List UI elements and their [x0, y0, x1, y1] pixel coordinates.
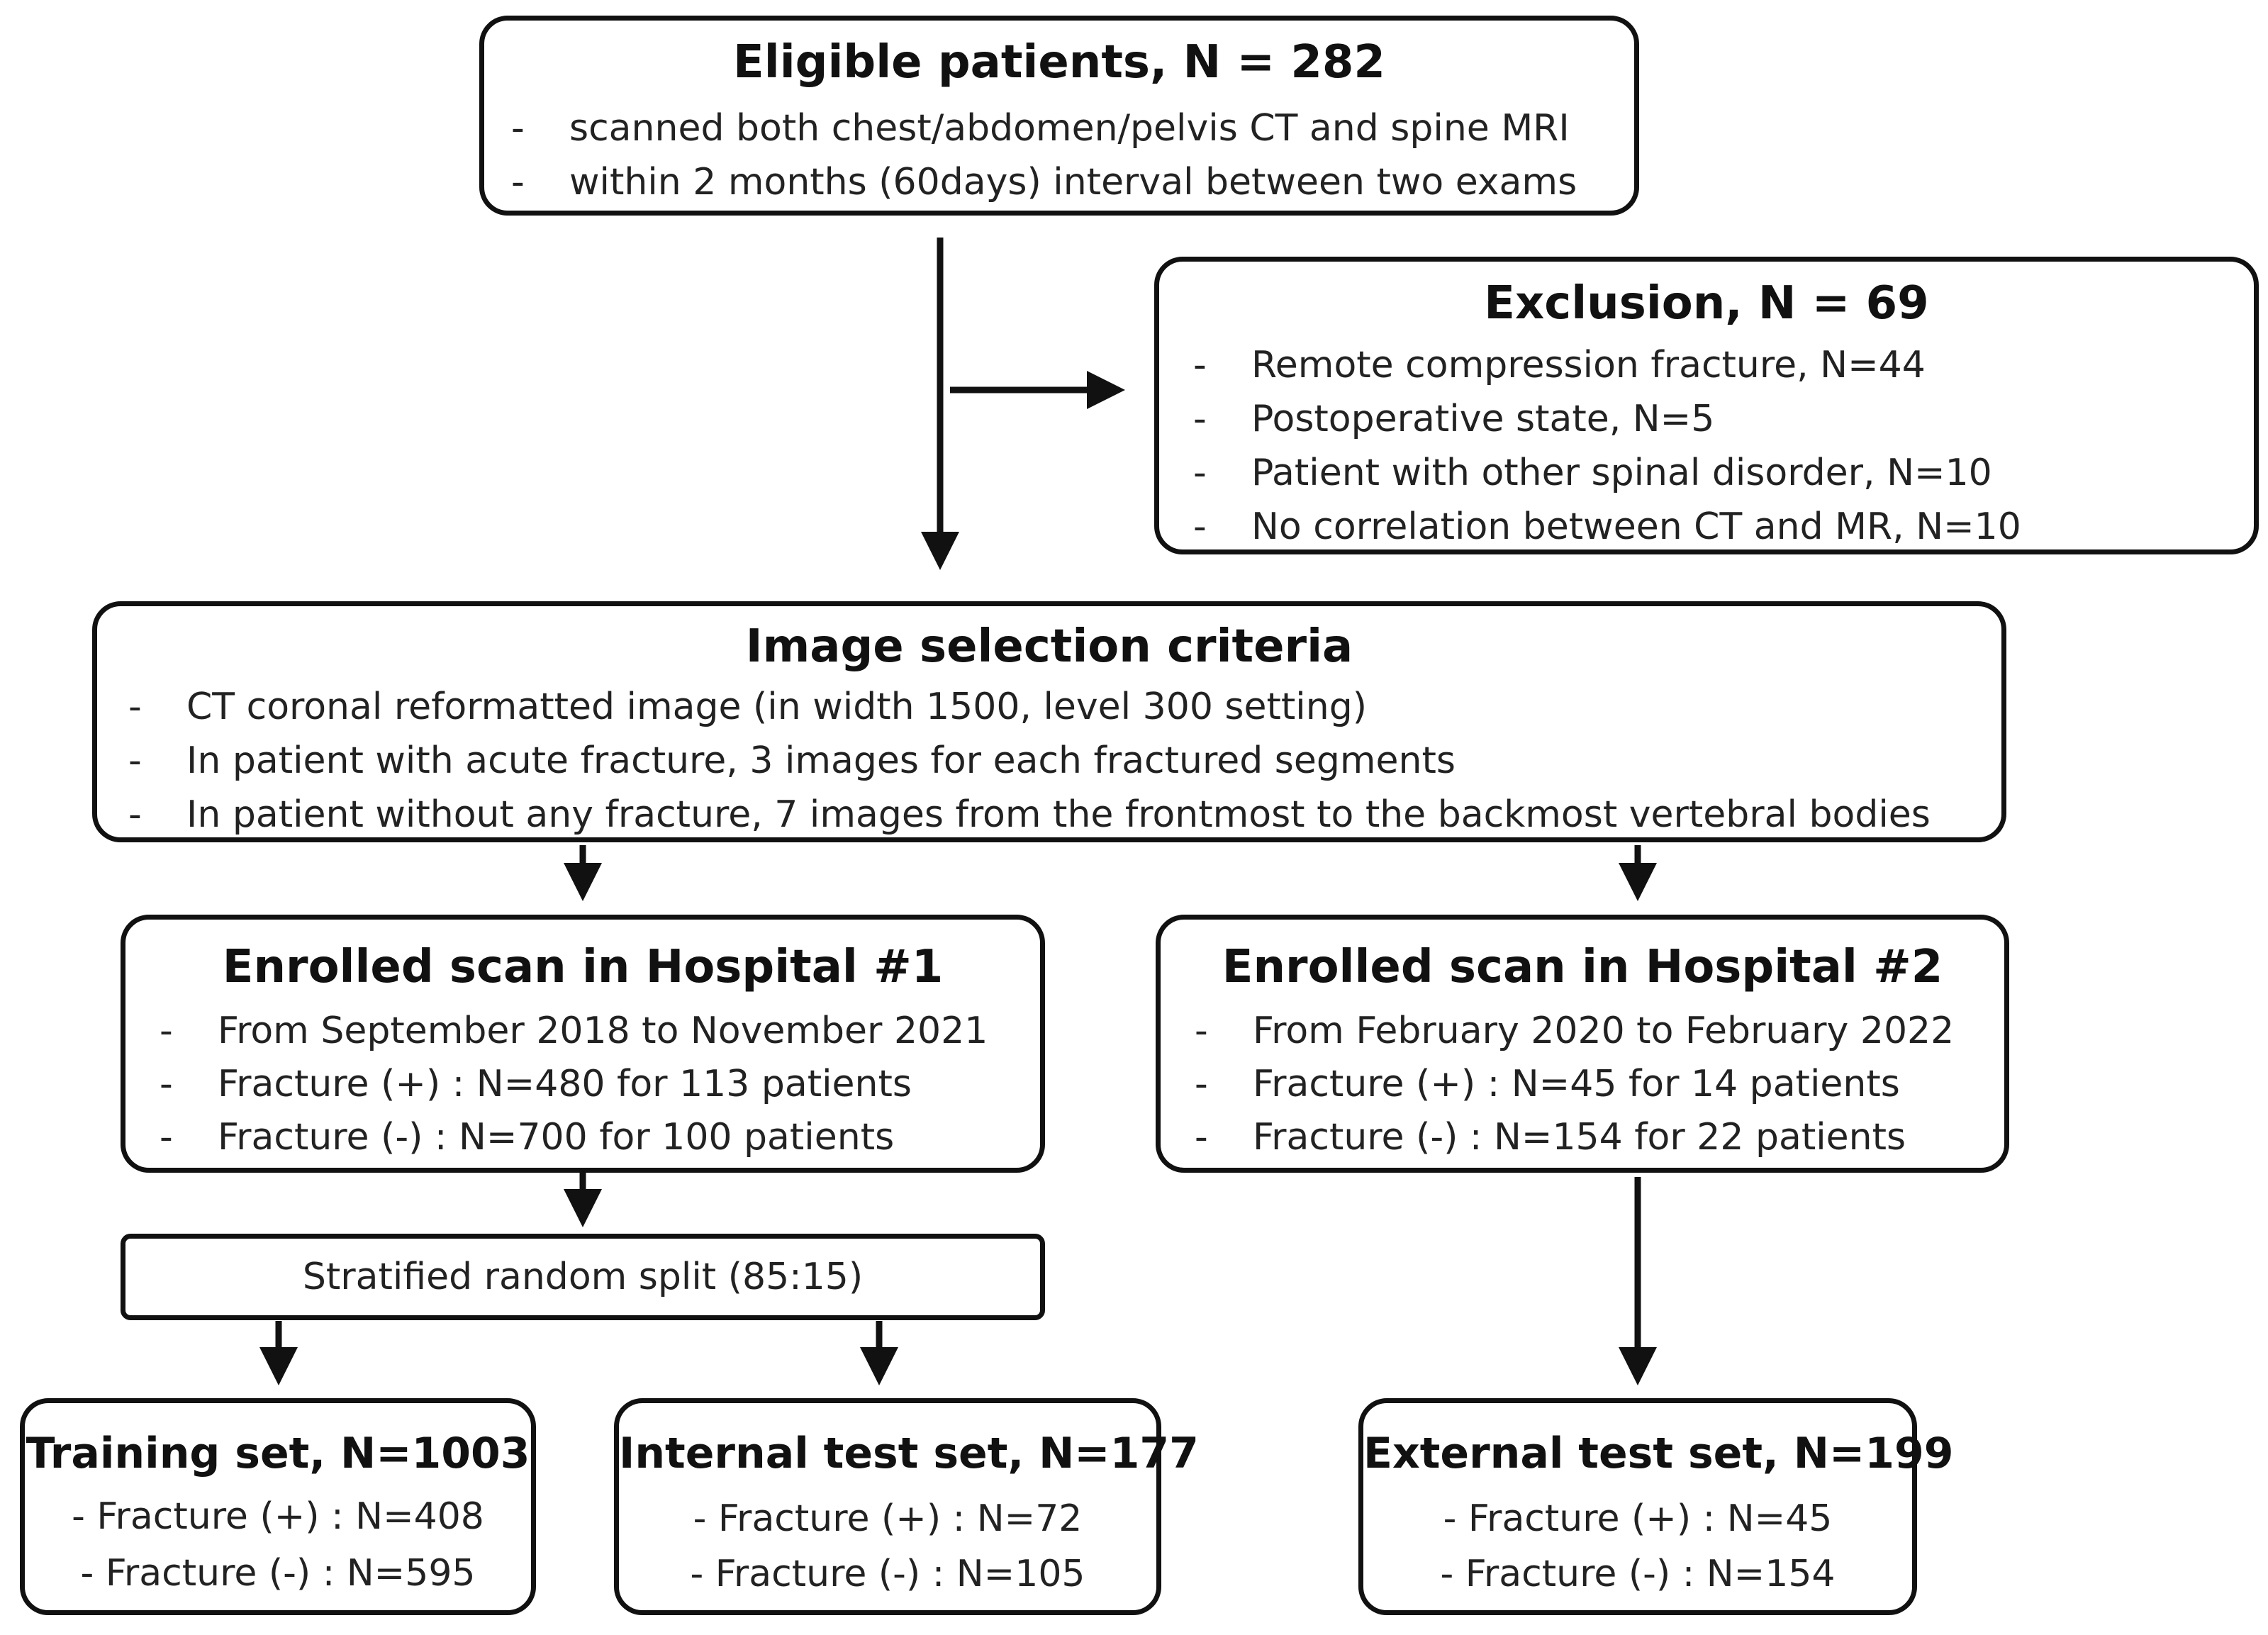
list-item: Fracture (+) : N=480 for 113 patients — [160, 1058, 988, 1111]
training-title: Training set, N=1003 — [26, 1429, 530, 1478]
internal-list: - Fracture (+) : N=72 - Fracture (-) : N… — [619, 1491, 1156, 1602]
split-box: Stratified random split (85:15) — [121, 1234, 1045, 1320]
eligible-patients-box: Eligible patients, N = 282 scanned both … — [479, 16, 1639, 216]
training-list: - Fracture (+) : N=408 - Fracture (-) : … — [25, 1488, 531, 1602]
list-item: In patient with acute fracture, 3 images… — [128, 734, 1931, 788]
criteria-title: Image selection criteria — [745, 620, 1353, 673]
external-test-set-box: External test set, N=199 - Fracture (+) … — [1358, 1398, 1954, 1615]
hospital2-title: Enrolled scan in Hospital #2 — [1222, 941, 1943, 993]
list-item: - Fracture (+) : N=408 — [72, 1495, 484, 1538]
exclusion-title: Exclusion, N = 69 — [1484, 277, 1929, 330]
list-item: - Fracture (-) : N=154 — [1440, 1553, 1836, 1595]
hospital1-list: From September 2018 to November 2021 Fra… — [160, 1005, 988, 1164]
hospital1-title: Enrolled scan in Hospital #1 — [222, 941, 944, 993]
list-item: Patient with other spinal disorder, N=10 — [1193, 446, 2021, 500]
list-item: scanned both chest/abdomen/pelvis CT and… — [511, 101, 1577, 155]
list-item: CT coronal reformatted image (in width 1… — [128, 680, 1931, 734]
external-title: External test set, N=199 — [1363, 1429, 1954, 1478]
list-item: Fracture (-) : N=154 for 22 patients — [1195, 1111, 1954, 1164]
internal-title: Internal test set, N=177 — [619, 1429, 1199, 1478]
list-item: - Fracture (+) : N=45 — [1443, 1497, 1833, 1540]
training-set-box: Training set, N=1003 - Fracture (+) : N=… — [20, 1398, 536, 1615]
hospital2-box: Enrolled scan in Hospital #2 From Februa… — [1156, 915, 2009, 1173]
list-item: Postoperative state, N=5 — [1193, 392, 2021, 446]
list-item: Fracture (-) : N=700 for 100 patients — [160, 1111, 988, 1164]
image-selection-criteria-box: Image selection criteria CT coronal refo… — [92, 601, 2006, 842]
list-item: within 2 months (60days) interval betwee… — [511, 155, 1577, 209]
criteria-list: CT coronal reformatted image (in width 1… — [128, 680, 1931, 842]
list-item: - Fracture (+) : N=72 — [693, 1497, 1083, 1540]
list-item: From February 2020 to February 2022 — [1195, 1005, 1954, 1058]
exclusion-box: Exclusion, N = 69 Remote compression fra… — [1154, 257, 2259, 554]
internal-test-set-box: Internal test set, N=177 - Fracture (+) … — [614, 1398, 1199, 1615]
list-item: - Fracture (-) : N=595 — [80, 1552, 476, 1595]
list-item: No correlation between CT and MR, N=10 — [1193, 500, 2021, 554]
list-item: - Fracture (-) : N=105 — [690, 1553, 1085, 1595]
eligible-title: Eligible patients, N = 282 — [733, 36, 1385, 89]
exclusion-list: Remote compression fracture, N=44 Postop… — [1193, 338, 2021, 554]
eligible-list: scanned both chest/abdomen/pelvis CT and… — [511, 101, 1577, 209]
hospital1-box: Enrolled scan in Hospital #1 From Septem… — [121, 915, 1045, 1173]
external-list: - Fracture (+) : N=45 - Fracture (-) : N… — [1363, 1491, 1912, 1602]
list-item: Fracture (+) : N=45 for 14 patients — [1195, 1058, 1954, 1111]
list-item: Remote compression fracture, N=44 — [1193, 338, 2021, 392]
split-label: Stratified random split (85:15) — [302, 1256, 864, 1298]
list-item: From September 2018 to November 2021 — [160, 1005, 988, 1058]
hospital2-list: From February 2020 to February 2022 Frac… — [1195, 1005, 1954, 1164]
list-item: In patient without any fracture, 7 image… — [128, 788, 1931, 842]
